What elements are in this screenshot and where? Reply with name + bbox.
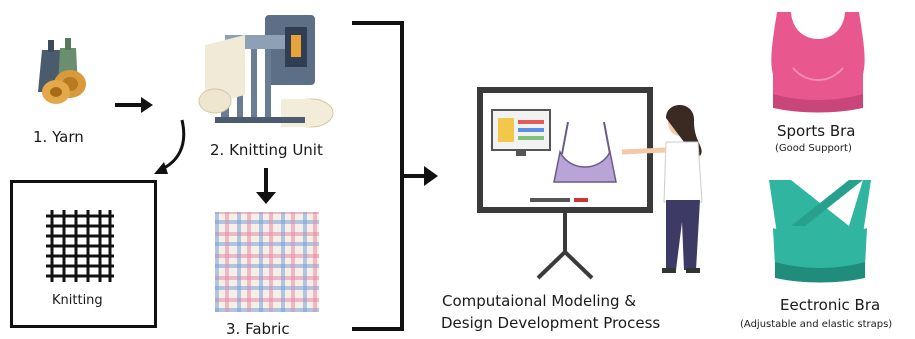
presenter-icon [621, 104, 703, 273]
process-label-line1: Computaional Modeling & [442, 292, 637, 310]
knitting-unit-label: 2. Knitting Unit [210, 141, 323, 159]
electronic-bra-title: Eectronic Bra [780, 296, 881, 314]
fabric-swatch [215, 212, 319, 312]
electronic-bra-subtitle: (Adjustable and elastic straps) [740, 319, 893, 330]
yarn-illustration [38, 38, 86, 104]
knitting-machine-icon [198, 15, 334, 128]
knitting-label: Knitting [52, 293, 103, 308]
sports-bra-illustration [771, 12, 865, 113]
sports-bra-subtitle: (Good Support) [775, 143, 852, 154]
process-label-line2: Design Development Process [441, 314, 661, 332]
knitting-box [10, 180, 157, 328]
bracket-connector [352, 21, 438, 331]
presentation-illustration [477, 87, 703, 280]
sports-bra-title: Sports Bra [777, 122, 856, 140]
yarn-label: 1. Yarn [33, 128, 84, 146]
whiteboard-icon [477, 87, 653, 280]
fabric-label: 3. Fabric [226, 320, 290, 338]
electronic-bra-icon [769, 180, 871, 283]
yarn-spool-icon [38, 38, 86, 104]
arrow-down-icon [256, 168, 276, 204]
knit-pattern-icon [46, 210, 114, 282]
knitting-machine-illustration [198, 15, 334, 128]
arrow-right-icon [115, 97, 153, 113]
electronic-bra-illustration [769, 180, 871, 283]
sports-bra-icon [771, 12, 865, 113]
curved-arrow-icon [154, 119, 186, 174]
